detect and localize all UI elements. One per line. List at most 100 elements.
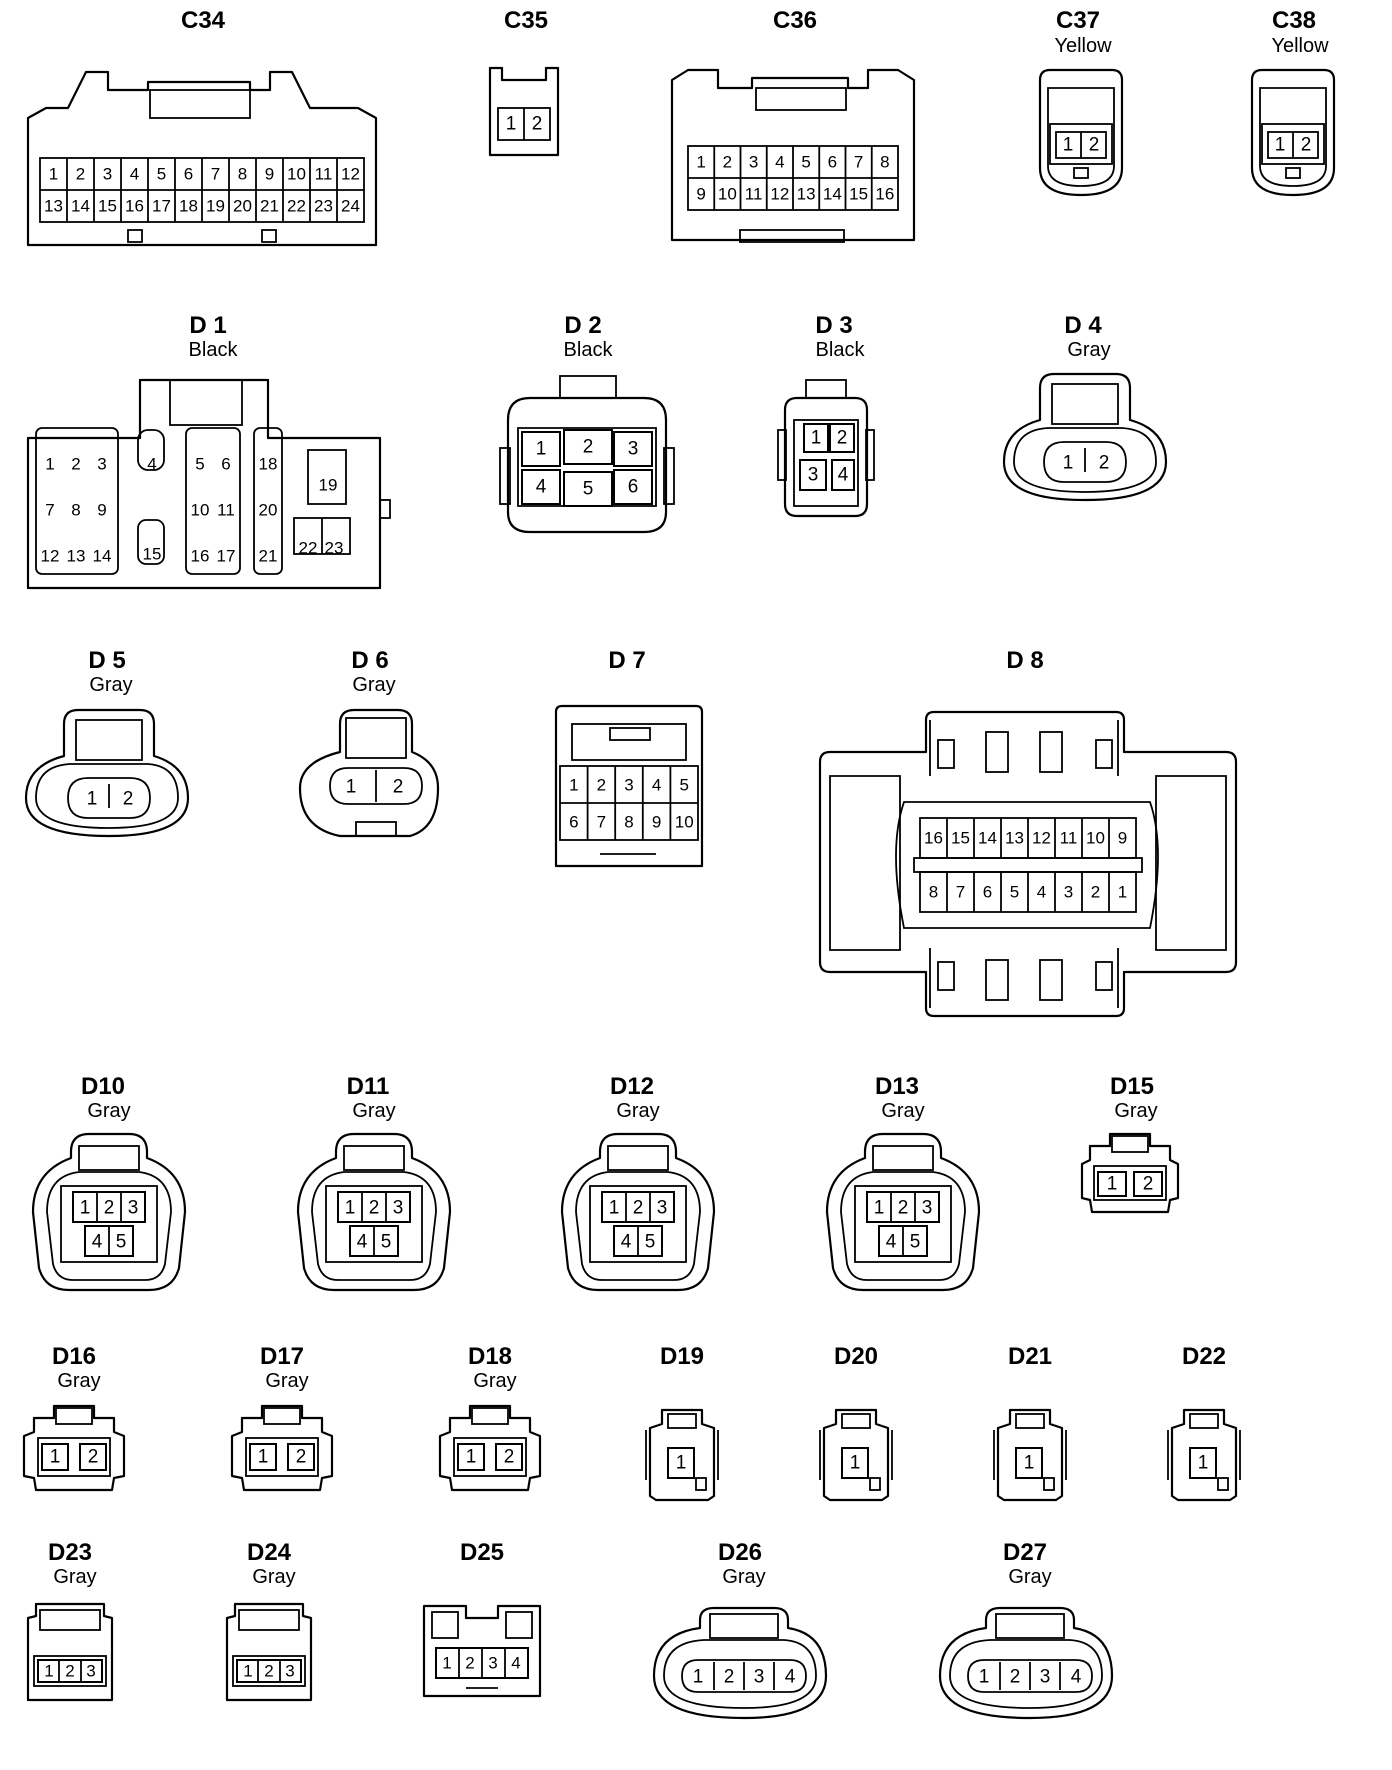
pin-label: 5 <box>645 1232 656 1253</box>
connector-id: C37 <box>1056 7 1100 34</box>
wire-color-label: Yellow <box>1271 35 1329 57</box>
connector-id: D 4 <box>1064 312 1102 339</box>
connector-id: D20 <box>834 1343 878 1370</box>
connector-id: D13 <box>875 1073 919 1100</box>
pin-label: 6 <box>828 153 837 172</box>
pin-label: 5 <box>1010 883 1019 902</box>
connector-d15: D15 Gray 1 2 <box>1080 1073 1180 1214</box>
pin-label: 5 <box>157 165 166 184</box>
pin-label: 1 <box>80 1198 91 1219</box>
wire-color-label: Gray <box>252 1566 295 1588</box>
pin-label: 19 <box>319 476 338 495</box>
pin-label: 4 <box>886 1232 897 1253</box>
pin-label: 2 <box>837 428 848 449</box>
pin-label: 13 <box>797 185 816 204</box>
pin-label: 2 <box>465 1654 474 1673</box>
pin-label: 1 <box>45 455 54 474</box>
pin-label: 2 <box>123 789 134 810</box>
pin-label: 4 <box>652 776 661 795</box>
pin-label: 3 <box>808 465 819 486</box>
pin-label: 6 <box>569 813 578 832</box>
connector-d23: D23 Gray 1 2 3 <box>26 1539 114 1702</box>
pin-label: 1 <box>874 1198 885 1219</box>
pin-label: 6 <box>983 883 992 902</box>
pin-label: 2 <box>1301 135 1312 156</box>
connector-id: D18 <box>468 1343 512 1370</box>
connector-id: C34 <box>181 7 226 34</box>
connector-c35: C35 1 2 <box>488 7 560 157</box>
pin-label: 8 <box>880 153 889 172</box>
connector-c38: C38 Yellow 1 2 <box>1250 7 1336 197</box>
pin-label: 13 <box>67 547 86 566</box>
pin-label: 1 <box>49 165 58 184</box>
pin-label: 1 <box>1198 1453 1209 1474</box>
pin-label: 1 <box>466 1447 477 1468</box>
pin-label: 3 <box>754 1667 765 1688</box>
connector-d22: D22 1 <box>1167 1343 1241 1502</box>
pin-label: 5 <box>679 776 688 795</box>
wire-color-label: Black <box>564 339 614 361</box>
wire-color-label: Gray <box>57 1370 100 1392</box>
pin-label: 1 <box>243 1662 252 1681</box>
connector-id: D26 <box>718 1539 762 1566</box>
pin-label: 1 <box>1118 883 1127 902</box>
wire-color-label: Gray <box>1008 1566 1051 1588</box>
pin-label: 2 <box>104 1198 115 1219</box>
pin-label: 4 <box>536 477 547 498</box>
pin-label: 1 <box>1024 1453 1035 1474</box>
pin-label: 2 <box>898 1198 909 1219</box>
pin-label: 10 <box>675 813 694 832</box>
wire-color-label: Gray <box>352 674 395 696</box>
wire-color-label: Gray <box>265 1370 308 1392</box>
wire-color-label: Gray <box>473 1370 516 1392</box>
pin-label: 1 <box>506 114 517 135</box>
pin-label: 21 <box>259 547 278 566</box>
pin-label: 8 <box>929 883 938 902</box>
pin-label: 17 <box>217 547 236 566</box>
pin-label: 1 <box>44 1662 53 1681</box>
pin-label: 6 <box>221 455 230 474</box>
connector-d24: D24 Gray 1 2 3 <box>225 1539 313 1702</box>
pin-label: 3 <box>103 165 112 184</box>
pin-label: 1 <box>536 439 547 460</box>
connector-id: C36 <box>773 7 817 34</box>
pin-label: 11 <box>315 165 333 184</box>
connector-id: D25 <box>460 1539 504 1566</box>
pin-label: 18 <box>259 455 278 474</box>
pin-label: 16 <box>875 185 894 204</box>
connector-id: D24 <box>247 1539 292 1566</box>
pin-label: 11 <box>1060 829 1078 848</box>
pin-label: 1 <box>979 1667 990 1688</box>
pin-label: 2 <box>88 1447 99 1468</box>
pin-label: 7 <box>45 501 54 520</box>
pin-label: 1 <box>676 1453 687 1474</box>
pin-label: 14 <box>93 547 112 566</box>
connector-id: D22 <box>1182 1343 1226 1370</box>
pin-label: 4 <box>357 1232 368 1253</box>
connector-id: D12 <box>610 1073 654 1100</box>
pin-label: 14 <box>823 185 842 204</box>
pin-label: 1 <box>609 1198 620 1219</box>
pin-label: 23 <box>314 197 333 216</box>
connector-id: D 1 <box>189 312 226 339</box>
pin-label: 11 <box>745 185 763 204</box>
pin-label: 1 <box>1107 1174 1118 1195</box>
pin-label: 15 <box>143 545 162 564</box>
pin-label: 2 <box>723 153 732 172</box>
pin-label: 1 <box>87 789 98 810</box>
pin-label: 1 <box>258 1447 269 1468</box>
pin-label: 1 <box>811 428 822 449</box>
connector-id: D17 <box>260 1343 304 1370</box>
pin-label: 3 <box>657 1198 668 1219</box>
pin-label: 3 <box>1064 883 1073 902</box>
pin-label: 15 <box>849 185 868 204</box>
